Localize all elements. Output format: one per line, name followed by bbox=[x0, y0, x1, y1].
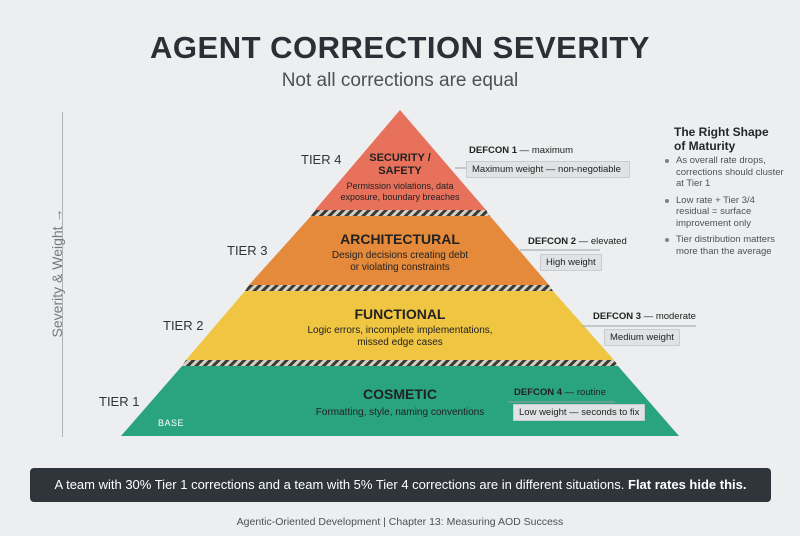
tier-3-desc-line1: Design decisions creating debt bbox=[331, 250, 469, 261]
bullet-icon bbox=[665, 238, 669, 242]
tier-4-desc-line1: Permission violations, data bbox=[346, 181, 454, 191]
base-label: BASE bbox=[158, 418, 185, 428]
sidebar-title-line1: The Right Shape bbox=[674, 125, 769, 139]
tier-2-label: TIER 2 bbox=[163, 318, 204, 333]
sidebar-item: Tier distribution matters more than the … bbox=[664, 234, 790, 257]
tier-3-defcon-label: DEFCON 2 bbox=[528, 236, 577, 247]
tier-3-description: Design decisions creating debt or violat… bbox=[290, 250, 510, 274]
sidebar-item: As overall rate drops, corrections shoul… bbox=[664, 155, 790, 190]
tier-4-weight-badge: Maximum weight — non-negotiable bbox=[466, 161, 630, 178]
sidebar-item-text: Low rate + Tier 3/4 residual = surface i… bbox=[676, 194, 755, 229]
sidebar-list: As overall rate drops, corrections shoul… bbox=[664, 155, 790, 262]
bullet-icon bbox=[665, 159, 669, 163]
sidebar-title: The Right Shape of Maturity bbox=[674, 125, 784, 153]
tier-2-desc-line1: Logic errors, incomplete implementations… bbox=[307, 325, 493, 336]
tier-4-shape bbox=[315, 110, 486, 210]
tier-3-shape bbox=[249, 216, 549, 285]
sidebar-item-text: Tier distribution matters more than the … bbox=[676, 234, 775, 257]
tier-4-desc-line2: exposure, boundary breaches bbox=[340, 192, 460, 202]
tier-2-defcon: DEFCON 3 — moderate bbox=[593, 311, 696, 322]
tier-2-desc-line2: missed edge cases bbox=[357, 337, 443, 348]
tier-2-description: Logic errors, incomplete implementations… bbox=[280, 325, 520, 349]
tier-1-label: TIER 1 bbox=[99, 394, 140, 409]
tier-1-weight-badge: Low weight — seconds to fix bbox=[513, 404, 646, 421]
tier-1-defcon: DEFCON 4 — routine bbox=[514, 387, 606, 398]
sidebar-item-text: As overall rate drops, corrections shoul… bbox=[676, 155, 784, 189]
tier-4-defcon-label: DEFCON 1 bbox=[469, 145, 518, 156]
summary-banner: A team with 30% Tier 1 corrections and a… bbox=[30, 468, 771, 502]
tier-1-description: Formatting, style, naming conventions bbox=[315, 407, 485, 418]
tier-4-label: TIER 4 bbox=[301, 152, 342, 167]
banner-emphasis: Flat rates hide this. bbox=[628, 477, 747, 492]
tier-4-name-line1: SECURITY / bbox=[369, 152, 431, 164]
separator-2-1 bbox=[182, 360, 618, 366]
tier-1-name: COSMETIC bbox=[363, 386, 437, 402]
page-title: AGENT CORRECTION SEVERITY bbox=[150, 30, 650, 65]
sidebar-item: Low rate + Tier 3/4 residual = surface i… bbox=[664, 195, 790, 230]
tier-2-weight-badge: Medium weight bbox=[604, 329, 680, 346]
bullet-icon bbox=[665, 198, 669, 203]
separator-4-3 bbox=[311, 210, 490, 216]
tier-2-defcon-label: DEFCON 3 bbox=[593, 311, 642, 322]
tier-3-label: TIER 3 bbox=[227, 243, 268, 258]
tier-3-name: ARCHITECTURAL bbox=[340, 231, 460, 247]
separator-3-2 bbox=[245, 285, 553, 291]
tier-3-defcon-level: — elevated bbox=[576, 236, 627, 247]
tier-4-defcon: DEFCON 1 — maximum bbox=[469, 145, 573, 156]
tier-2-shape bbox=[186, 291, 614, 360]
tier-3-weight-badge: High weight bbox=[540, 254, 602, 271]
severity-axis-line bbox=[62, 112, 63, 437]
footer: Agentic-Oriented Development | Chapter 1… bbox=[236, 516, 564, 528]
tier-4-name: SECURITY / SAFETY bbox=[340, 152, 460, 178]
tier-3-defcon: DEFCON 2 — elevated bbox=[528, 236, 627, 247]
tier-4-description: Permission violations, data exposure, bo… bbox=[330, 181, 470, 203]
sidebar-title-line2: of Maturity bbox=[674, 139, 736, 153]
tier-4-defcon-level: — maximum bbox=[517, 145, 573, 156]
banner-text: A team with 30% Tier 1 corrections and a… bbox=[54, 477, 628, 492]
tier-2-name: FUNCTIONAL bbox=[354, 306, 446, 322]
tier-1-defcon-label: DEFCON 4 bbox=[514, 387, 563, 398]
tier-4-name-line2: SAFETY bbox=[378, 165, 422, 177]
tier-3-desc-line2: or violating constraints bbox=[350, 262, 450, 273]
tier-1-defcon-level: — routine bbox=[562, 387, 606, 398]
tier-2-defcon-level: — moderate bbox=[641, 311, 696, 322]
page-subtitle: Not all corrections are equal bbox=[281, 70, 519, 91]
